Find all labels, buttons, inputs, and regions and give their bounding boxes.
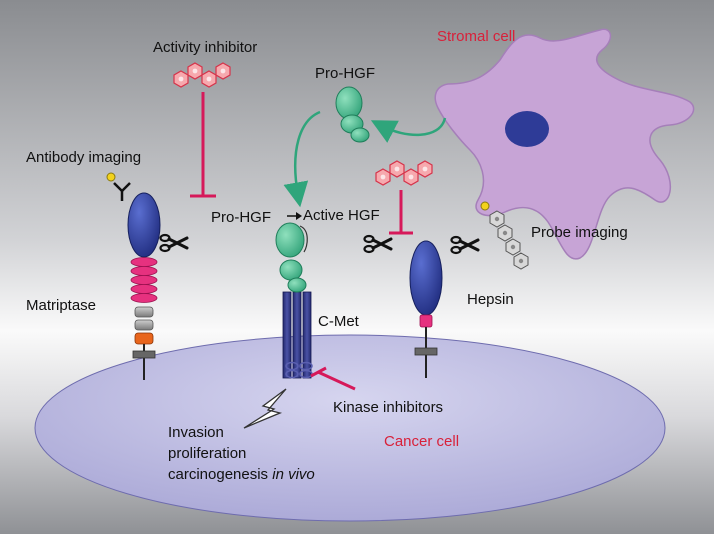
probe-imaging-label: Probe imaging	[531, 224, 628, 241]
hepsin-inhibition-bar	[389, 190, 413, 235]
matriptase-protein	[127, 192, 161, 380]
outcome-carcinogenesis: carcinogenesis	[168, 466, 269, 483]
stromal-cell	[434, 28, 695, 260]
active-hgf-label: Active HGF	[303, 207, 380, 224]
antibody-icon	[106, 172, 131, 201]
outcome-line-3: carcinogenesis in vivo	[168, 467, 315, 482]
c-met-receptor	[282, 291, 313, 379]
c-met-label: C-Met	[318, 313, 359, 330]
hepsin-protein	[409, 240, 443, 378]
kinase-inhibition-bar	[310, 366, 356, 391]
antibody-imaging-label: Antibody imaging	[26, 149, 142, 166]
activation-arrow	[283, 110, 321, 208]
kinase-inhibitors-label: Kinase inhibitors	[333, 399, 444, 416]
activity-inhibitor-label: Activity inhibitor	[153, 39, 258, 56]
stromal-cell-nucleus	[505, 111, 549, 147]
outcome-in-vivo: in vivo	[272, 466, 315, 483]
activity-inhibition-bar	[190, 92, 216, 198]
outcome-line-2: proliferation	[168, 445, 247, 462]
active-hgf-molecule	[275, 222, 308, 293]
conversion-arrow	[287, 212, 302, 220]
pro-hgf-mid-label: Pro-HGF	[211, 209, 271, 226]
pro-hgf-molecule	[335, 86, 370, 143]
matriptase-label: Matriptase	[26, 297, 97, 314]
imaging-probe	[480, 201, 529, 270]
secretion-arrow	[370, 117, 447, 143]
hepsin-label: Hepsin	[467, 291, 514, 308]
cancer-cell-membrane	[34, 334, 666, 522]
lightning-icon	[243, 388, 287, 429]
outcome-line-1: Invasion	[168, 424, 224, 441]
stromal-cell-label: Stromal cell	[437, 28, 516, 45]
cancer-cell-label: Cancer cell	[384, 433, 460, 450]
pro-hgf-top-label: Pro-HGF	[315, 65, 375, 82]
